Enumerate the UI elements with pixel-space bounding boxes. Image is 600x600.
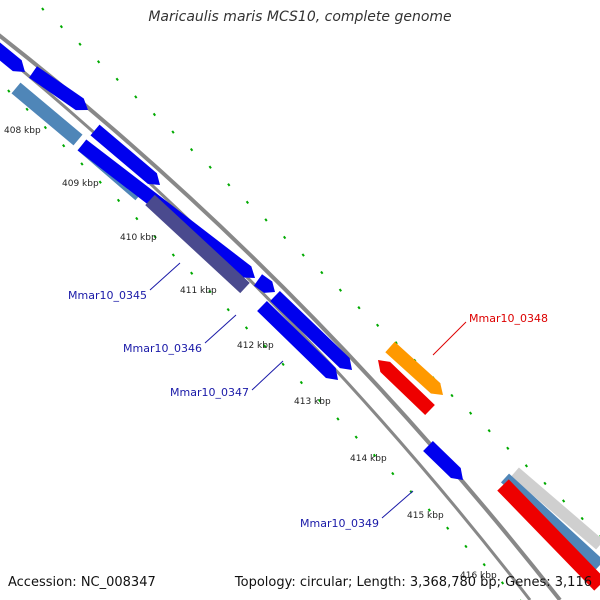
outer-tick-mark [78,42,82,46]
outer-tick-mark [450,393,454,398]
gene-label[interactable]: Mmar10_0346 [123,342,202,355]
kbp-tick-label: 414 kbp [350,454,387,464]
gene-leader-line [251,360,284,391]
inner-tick-mark [500,581,505,585]
inner-tick-mark [25,107,29,112]
tick-marks [7,7,600,600]
feature-block[interactable] [11,82,83,146]
inner-tick-mark [464,544,468,549]
outer-tick-mark [487,429,491,433]
kbp-tick-label: 413 kbp [294,397,331,407]
outer-tick-mark [171,130,175,134]
label-layer: 408 kbp 409 kbp 410 kbp 411 kbp 412 kbp 413 k… [4,126,548,581]
outer-tick-mark [264,218,268,222]
outer-tick-mark [320,270,324,275]
inner-tick-mark [372,453,377,458]
kbp-tick-label: 408 kbp [4,126,41,136]
kbp-tick-label: 410 kbp [120,233,157,243]
outer-tick-mark [394,341,398,345]
inner-tick-mark [391,471,395,476]
outer-tick-mark [468,411,473,415]
gene-arrow-forward[interactable] [90,124,160,185]
topology-text: Topology: circular; Length: 3,368,780 bp… [234,575,592,590]
accession-text: Accession: NC_008347 [8,575,156,590]
inner-tick-mark [446,526,450,530]
outer-tick-mark [543,481,547,486]
outer-tick-mark [301,253,305,257]
outer-tick-mark [41,7,45,11]
outer-tick-mark [134,95,138,99]
gene-leader-line [204,314,237,344]
inner-tick-mark [263,344,267,348]
gene-arrow-reverse[interactable] [497,479,600,591]
inner-tick-mark [135,216,139,221]
gene-leader-line [381,490,414,519]
inner-tick-mark [318,399,322,403]
inner-tick-mark [62,144,66,148]
gene-leader-line [432,321,467,356]
inner-tick-mark [98,180,102,184]
outer-tick-mark [375,323,380,327]
gene-label[interactable]: Mmar10_0349 [300,517,379,530]
feature-block-mmar10-0345[interactable] [145,194,250,294]
inner-tick-mark [190,271,194,275]
outer-tick-mark [524,464,529,468]
inner-tick-mark [208,289,212,294]
gene-leader-line [149,262,181,291]
outer-tick-mark [59,24,64,29]
inner-tick-mark [244,326,249,330]
map-title: Maricaulis maris MCS10, complete genome [148,9,452,25]
inner-tick-mark [427,508,431,512]
inner-tick-mark [281,362,285,367]
inner-tick-mark [171,253,175,257]
gene-arrow-reverse[interactable] [378,360,435,416]
gene-arrow-mmar10-0348[interactable] [385,341,443,395]
outer-tick-mark [96,60,101,64]
gene-arrow-mmar10-0347[interactable] [257,300,338,380]
feature-track [0,40,600,591]
inner-tick-mark [336,417,340,421]
outer-tick-mark [282,235,287,240]
outer-tick-mark [115,77,119,82]
inner-tick-mark [43,125,47,130]
inner-tick-mark [153,235,157,239]
gene-label[interactable]: Mmar10_0347 [170,386,249,399]
outer-tick-mark [506,446,510,450]
gene-arrow-forward[interactable] [29,66,88,111]
inner-tick-mark [80,162,84,166]
outer-tick-mark [561,499,566,503]
inner-tick-mark [482,562,486,567]
outer-tick-mark [189,147,194,152]
outer-tick-mark [152,112,157,117]
gene-arrow-forward[interactable] [0,40,25,72]
outer-tick-mark [227,183,231,187]
outer-tick-mark [338,288,343,292]
outer-tick-mark [357,306,361,310]
kbp-tick-label: 411 kbp [180,286,217,296]
kbp-tick-label: 412 kbp [237,341,274,351]
gene-arrow-mmar10-0349[interactable] [423,440,463,480]
outer-tick-mark [580,516,584,521]
gene-label[interactable]: Mmar10_0345 [68,289,147,302]
backbone-inner-line [0,50,532,600]
outer-tick-mark [208,165,212,169]
feature-block[interactable] [511,467,600,550]
outer-tick-mark [245,200,250,205]
inner-tick-mark [299,380,303,385]
gene-arrow-mmar10-0346[interactable] [270,290,352,370]
kbp-tick-label: 415 kbp [407,511,444,521]
inner-tick-mark [116,198,121,203]
kbp-tick-label: 416 kbp [460,571,497,581]
inner-tick-mark [354,435,358,439]
gene-label[interactable]: Mmar10_0348 [469,312,548,325]
gene-arrow-forward[interactable] [253,274,275,293]
inner-tick-mark [226,307,230,312]
inner-tick-mark [7,89,11,93]
kbp-tick-label: 409 kbp [62,179,99,189]
